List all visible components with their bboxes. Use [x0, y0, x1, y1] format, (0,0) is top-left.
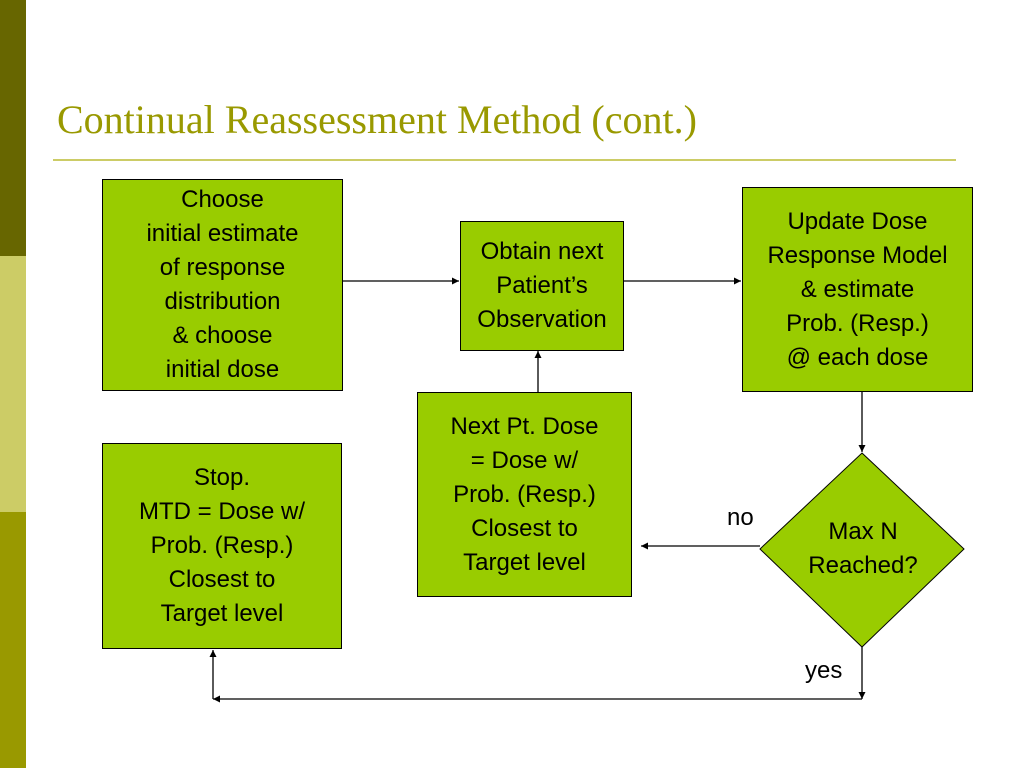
no-label: no [727, 504, 754, 531]
choose-initial-box: Choose initial estimate of response dist… [102, 179, 343, 391]
sidebar-block-top [0, 0, 26, 256]
next-dose-box: Next Pt. Dose = Dose w/ Prob. (Resp.) Cl… [417, 392, 632, 597]
update-model-text: Update Dose Response Model & estimate Pr… [767, 207, 948, 371]
sidebar-block-bottom [0, 512, 26, 768]
sidebar-block-middle [0, 256, 26, 512]
obtain-observation-text: Obtain next Patient’s Observation [477, 238, 607, 333]
sidebar-stripe [0, 0, 26, 768]
decision-text: Max N Reached? [808, 518, 918, 579]
update-model-box: Update Dose Response Model & estimate Pr… [742, 187, 973, 392]
slide-title: Continual Reassessment Method (cont.) [57, 97, 697, 142]
yes-label: yes [805, 657, 843, 684]
obtain-observation-box: Obtain next Patient’s Observation [460, 221, 624, 351]
choose-initial-text: Choose initial estimate of response dist… [146, 186, 299, 383]
title-underline [53, 159, 956, 161]
stop-text: Stop. MTD = Dose w/ Prob. (Resp.) Closes… [138, 464, 306, 627]
next-dose-text: Next Pt. Dose = Dose w/ Prob. (Resp.) Cl… [450, 412, 599, 576]
stop-box: Stop. MTD = Dose w/ Prob. (Resp.) Closes… [102, 443, 342, 649]
